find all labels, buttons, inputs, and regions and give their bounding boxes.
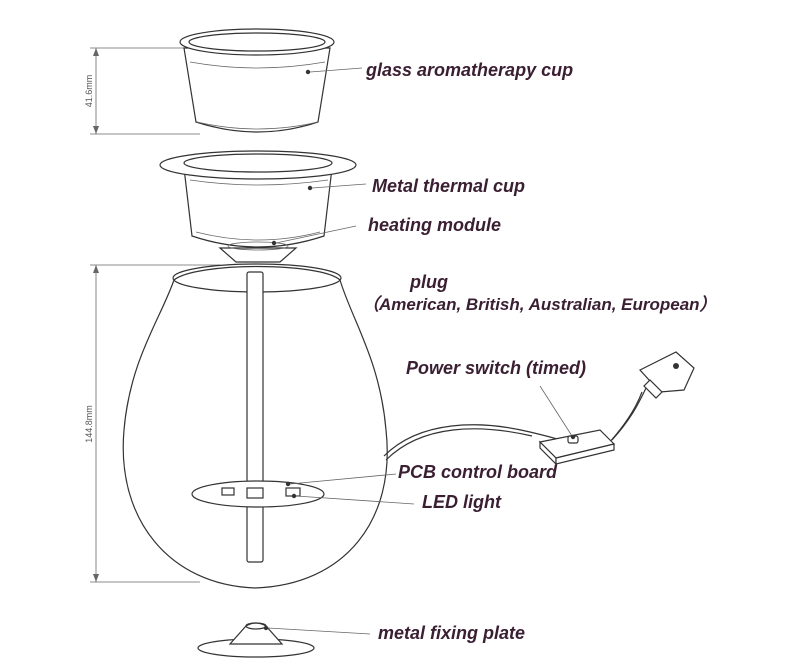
plug-icon [639,351,695,399]
dimension-body-height: 144.8mm [84,264,220,583]
label-plug-types: （American, British, Australian, European… [362,295,717,314]
heating-module [218,241,298,263]
label-led-light: LED light [422,492,502,512]
diffuser-body [122,263,388,589]
power-switch [538,429,616,466]
label-plug: plug [409,272,448,292]
label-pcb-control-board: PCB control board [398,462,558,482]
body-height-dimension-text: 144.8mm [84,405,94,443]
dimension-cup-height: 41.6mm [84,47,200,135]
label-power-switch: Power switch (timed) [406,358,586,378]
metal-thermal-cup [159,150,357,248]
metal-fixing-plate [197,622,315,658]
cup-height-dimension-text: 41.6mm [84,75,94,108]
leader-lines [263,67,576,635]
label-metal-thermal-cup: Metal thermal cup [372,176,525,196]
pcb-control-board [191,480,325,508]
label-heating-module: heating module [368,215,501,235]
glass-aromatherapy-cup [179,28,335,133]
label-metal-fixing-plate: metal fixing plate [378,623,525,643]
label-glass-aromatherapy-cup: glass aromatherapy cup [365,60,573,80]
